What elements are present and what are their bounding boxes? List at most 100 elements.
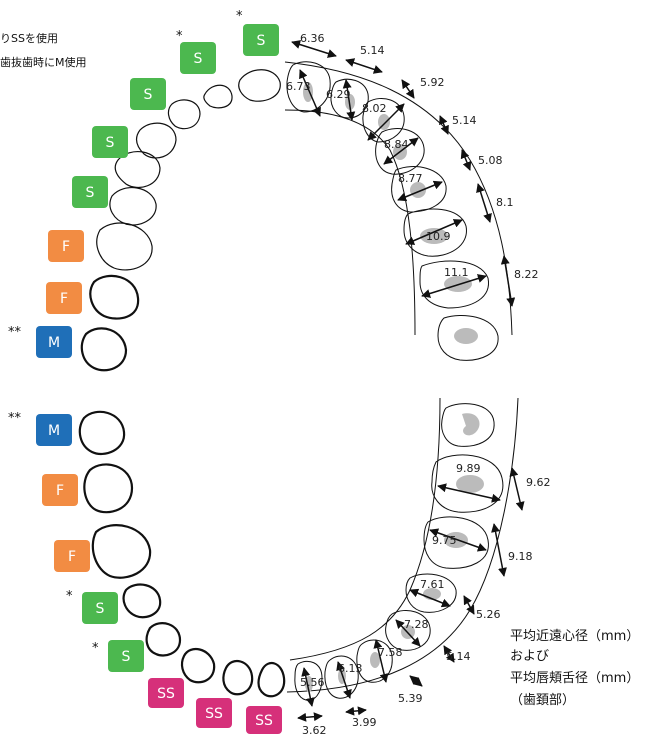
upper-badge-f: F <box>46 282 82 314</box>
badge-bg <box>72 176 108 208</box>
badge-bg <box>148 678 184 708</box>
mesiodistal-arrow <box>443 645 455 663</box>
mesiodistal-value: 5.26 <box>476 608 501 621</box>
upper-badge-s: S <box>130 78 166 110</box>
mesiodistal-value: 5.39 <box>398 692 423 705</box>
badge-label: S <box>257 33 266 49</box>
badge-label: SS <box>255 713 273 729</box>
mesiodistal-value: 3.99 <box>352 716 377 729</box>
buccolingual-value: 11.1 <box>444 266 469 279</box>
lower-badge-s: S* <box>92 640 144 672</box>
badge-label: F <box>56 483 64 499</box>
buccolingual-arrow <box>409 588 451 608</box>
legend-line2: および <box>510 649 549 664</box>
badge-bg <box>46 282 82 314</box>
buccolingual-arrow <box>383 137 419 165</box>
upper-tooth-outline <box>109 187 157 226</box>
upper-badge-m: M** <box>8 325 72 358</box>
badge-asterisk: * <box>236 9 243 24</box>
mesiodistal-value: 8.1 <box>496 196 514 209</box>
badge-bg <box>180 42 216 74</box>
header-note-line2: 歯抜歯時にM使用 <box>0 55 87 69</box>
badge-label: S <box>86 185 95 201</box>
upper-badge-s: S <box>72 176 108 208</box>
buccolingual-value: 7.58 <box>378 646 403 659</box>
mesiodistal-value: 6.36 <box>300 32 325 45</box>
mesiodistal-value: 5.14 <box>452 114 477 127</box>
mesiodistal-arrow <box>297 712 323 722</box>
upper-tooth <box>437 315 499 361</box>
buccolingual-value: 6.29 <box>326 88 351 101</box>
buccolingual-arrow <box>437 483 501 503</box>
buccolingual-arrow <box>395 619 421 647</box>
badge-bg <box>82 592 118 624</box>
mesiodistal-value: 9.18 <box>508 550 533 563</box>
badge-bg <box>130 78 166 110</box>
buccolingual-arrow <box>367 103 405 141</box>
mesiodistal-value: 5.14 <box>446 650 471 663</box>
buccolingual-arrow <box>299 69 321 117</box>
badge-label: S <box>96 601 105 617</box>
upper-arch-outer-line <box>284 61 513 336</box>
badge-label: SS <box>205 706 223 722</box>
badge-label: S <box>144 87 153 103</box>
badge-label: S <box>194 51 203 67</box>
upper-badge-s: S* <box>176 29 216 74</box>
buccolingual-arrow <box>342 79 356 121</box>
lower-tooth-outline <box>122 583 162 619</box>
buccolingual-value: 6.73 <box>286 80 311 93</box>
lower-badge-ss: SS <box>196 698 232 728</box>
lower-tooth-outline <box>180 647 216 684</box>
upper-tooth-outline <box>96 222 153 271</box>
upper-tooth-outline <box>238 69 281 102</box>
badge-bg <box>243 24 279 56</box>
badge-bg <box>108 640 144 672</box>
lower-tooth-outline <box>257 661 286 698</box>
mesiodistal-value: 5.08 <box>478 154 503 167</box>
lower-badge-m: M** <box>8 411 72 446</box>
mesiodistal-arrow <box>409 675 423 687</box>
mesiodistal-arrow <box>509 467 525 511</box>
badge-bg <box>92 126 128 158</box>
buccolingual-arrow <box>336 661 352 699</box>
badge-asterisk: * <box>66 589 73 604</box>
upper-tooth-outline <box>80 327 128 372</box>
buccolingual-value: 7.61 <box>420 578 445 591</box>
buccolingual-arrow <box>421 274 487 298</box>
badge-asterisk: ** <box>8 411 22 426</box>
mesiodistal-arrow <box>491 523 507 577</box>
badge-label: SS <box>157 686 175 702</box>
lower-badge-ss: SS <box>148 678 184 708</box>
buccolingual-value: 9.75 <box>432 534 457 547</box>
buccolingual-value: 9.89 <box>456 462 481 475</box>
badge-bg <box>54 540 90 572</box>
badge-bg <box>48 230 84 262</box>
lower-tooth-outline <box>145 622 182 657</box>
buccolingual-value: 10.9 <box>426 230 451 243</box>
badge-label: F <box>68 549 76 565</box>
upper-tooth-outline <box>135 122 177 159</box>
upper-badge-s: S <box>92 126 128 158</box>
buccolingual-arrow <box>301 667 315 707</box>
upper-tooth-outline <box>167 99 201 130</box>
mesiodistal-arrow <box>463 595 475 615</box>
lower-tooth-outline <box>222 659 254 696</box>
mesiodistal-arrow <box>439 115 449 135</box>
badge-bg <box>196 698 232 728</box>
legend-line1: 平均近遠心径（mm） <box>510 629 639 644</box>
badge-label: F <box>62 239 70 255</box>
lower-tooth <box>441 403 495 447</box>
lower-tooth-outline <box>78 410 126 456</box>
mesiodistal-arrow <box>345 58 383 74</box>
header-note-line1: りSSを使用 <box>0 32 58 45</box>
badge-label: F <box>60 291 68 307</box>
legend-line3: 平均唇頬舌径（mm） <box>510 671 639 686</box>
badge-bg <box>246 706 282 734</box>
buccolingual-arrow <box>397 180 443 202</box>
buccolingual-value: 8.77 <box>398 172 423 185</box>
buccolingual-value: 6.13 <box>338 662 363 675</box>
mesiodistal-value: 8.22 <box>514 268 539 281</box>
upper-tooth-outline <box>89 274 140 320</box>
upper-tooth-outline <box>203 84 233 109</box>
